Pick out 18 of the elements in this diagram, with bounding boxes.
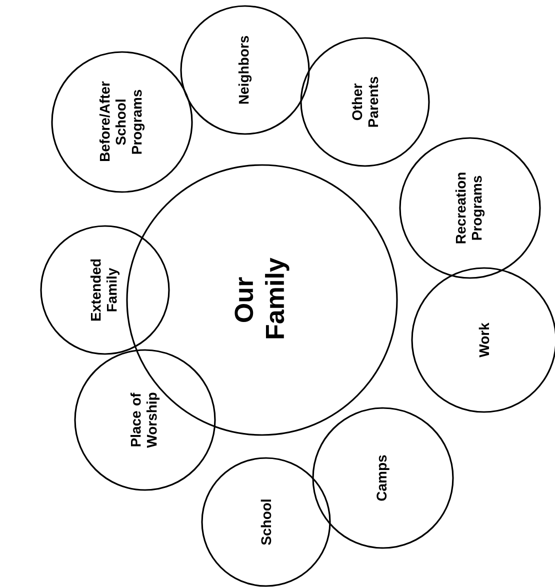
circle-label: Our Family — [234, 258, 290, 338]
support-circle — [300, 37, 430, 167]
circle-label: Work — [478, 322, 490, 358]
support-circle — [312, 407, 454, 549]
circle-label: Place of Worship — [130, 392, 160, 448]
circle-label: Other Parents — [352, 76, 378, 127]
support-circle — [201, 457, 331, 587]
circle-label: Extended Family — [90, 259, 120, 321]
circle-label: Before/After School Programs — [99, 81, 145, 162]
support-circle — [40, 225, 170, 355]
circle-label: School — [260, 500, 272, 545]
circle-label: Neighbors — [238, 36, 252, 104]
support-circle — [180, 5, 310, 135]
circle-label: Recreation Programs — [455, 172, 485, 244]
circle-label: Camps — [376, 455, 390, 501]
support-circle — [399, 137, 541, 279]
support-circle — [74, 349, 216, 491]
support-circle — [51, 51, 193, 193]
